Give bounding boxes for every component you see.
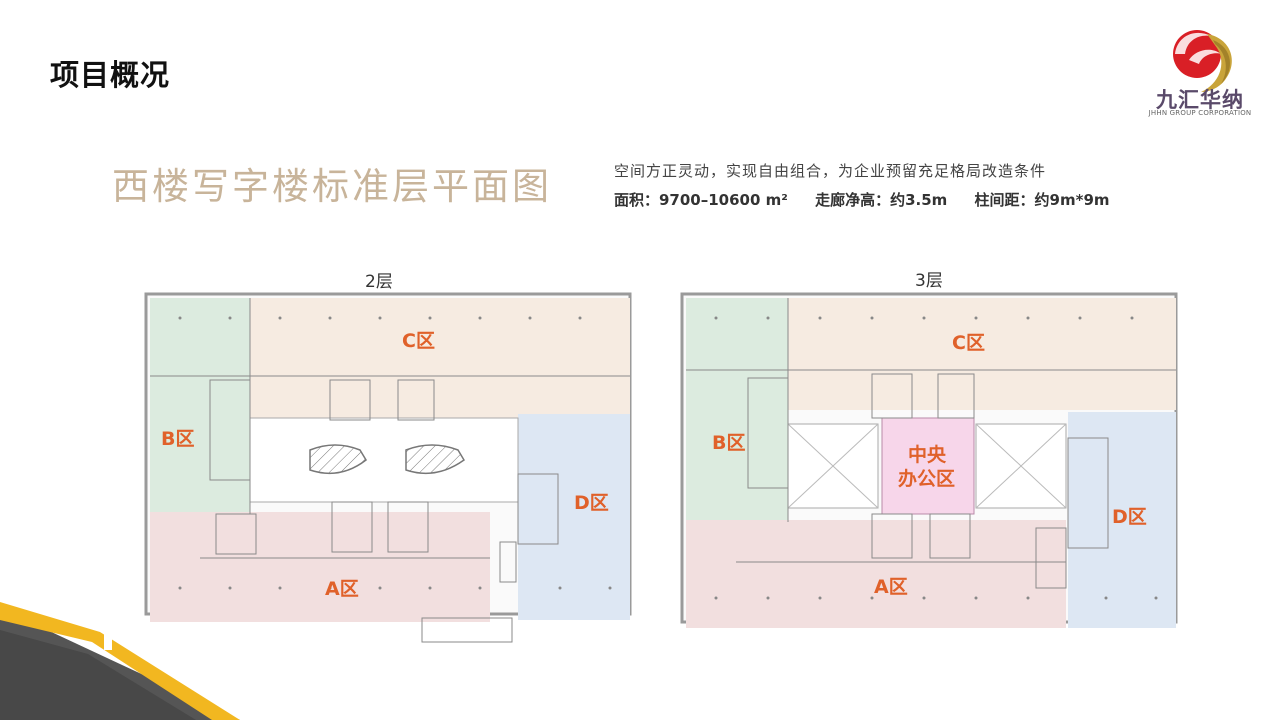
floor-2-zone-b: [150, 298, 250, 514]
floor-3-zone-b: [686, 298, 788, 522]
floor-2-zone-a-label: A区: [325, 578, 359, 600]
plan-title: 西楼写字楼标准层平面图: [112, 165, 552, 208]
floor-3-zone-a: [686, 520, 1066, 628]
floor-2-zone-c: [250, 298, 630, 418]
logo-subtitle: JHHN GROUP CORPORATION: [1148, 109, 1252, 117]
floor-3-zone-center: [881, 417, 975, 515]
floor-3-zone-c-label: C区: [952, 332, 985, 354]
floor-2-zone-c-label: C区: [402, 330, 435, 352]
floor-3-plan: [680, 292, 1178, 628]
floor-2-plan: [144, 292, 632, 643]
floor-3-zone-d-label: D区: [1112, 506, 1147, 528]
logo-icon: [1173, 30, 1232, 92]
plan-specs: 面积：9700–10600 m² 走廊净高：约3.5m 柱间距：约9m*9m: [614, 189, 1132, 210]
decorative-corner: [0, 602, 240, 720]
floor-2-zone-a: [150, 512, 490, 622]
floor-2-label: 2层: [365, 272, 393, 292]
page-title: 项目概况: [50, 58, 171, 92]
spec-corridor-height: 走廊净高：约3.5m: [815, 191, 948, 209]
spec-area: 面积：9700–10600 m²: [614, 191, 788, 209]
floor-2-skylight-right: [405, 444, 465, 475]
floor-3-zone-center-label-1: 中央: [908, 444, 947, 466]
floor-3-zone-center-label-2: 办公区: [898, 468, 956, 490]
floor-2-zone-d-label: D区: [574, 492, 609, 514]
floor-2-zone-d: [518, 414, 630, 620]
plan-description: 空间方正灵动，实现自由组合，为企业预留充足格局改造条件: [614, 162, 1047, 180]
floor-3-zone-a-label: A区: [874, 576, 908, 598]
floor-3-zone-b-label: B区: [712, 432, 746, 454]
logo-name: 九汇华纳: [1156, 88, 1244, 112]
floor-2-skylight-left: [309, 444, 367, 475]
floor-3-zone-c: [788, 298, 1176, 410]
spec-column-spacing: 柱间距：约9m*9m: [974, 191, 1110, 209]
floor-3-zone-d: [1068, 412, 1176, 628]
floor-2-atrium: [249, 417, 519, 503]
floor-3-label: 3层: [915, 271, 943, 291]
floor-2-zone-b-label: B区: [161, 428, 195, 450]
